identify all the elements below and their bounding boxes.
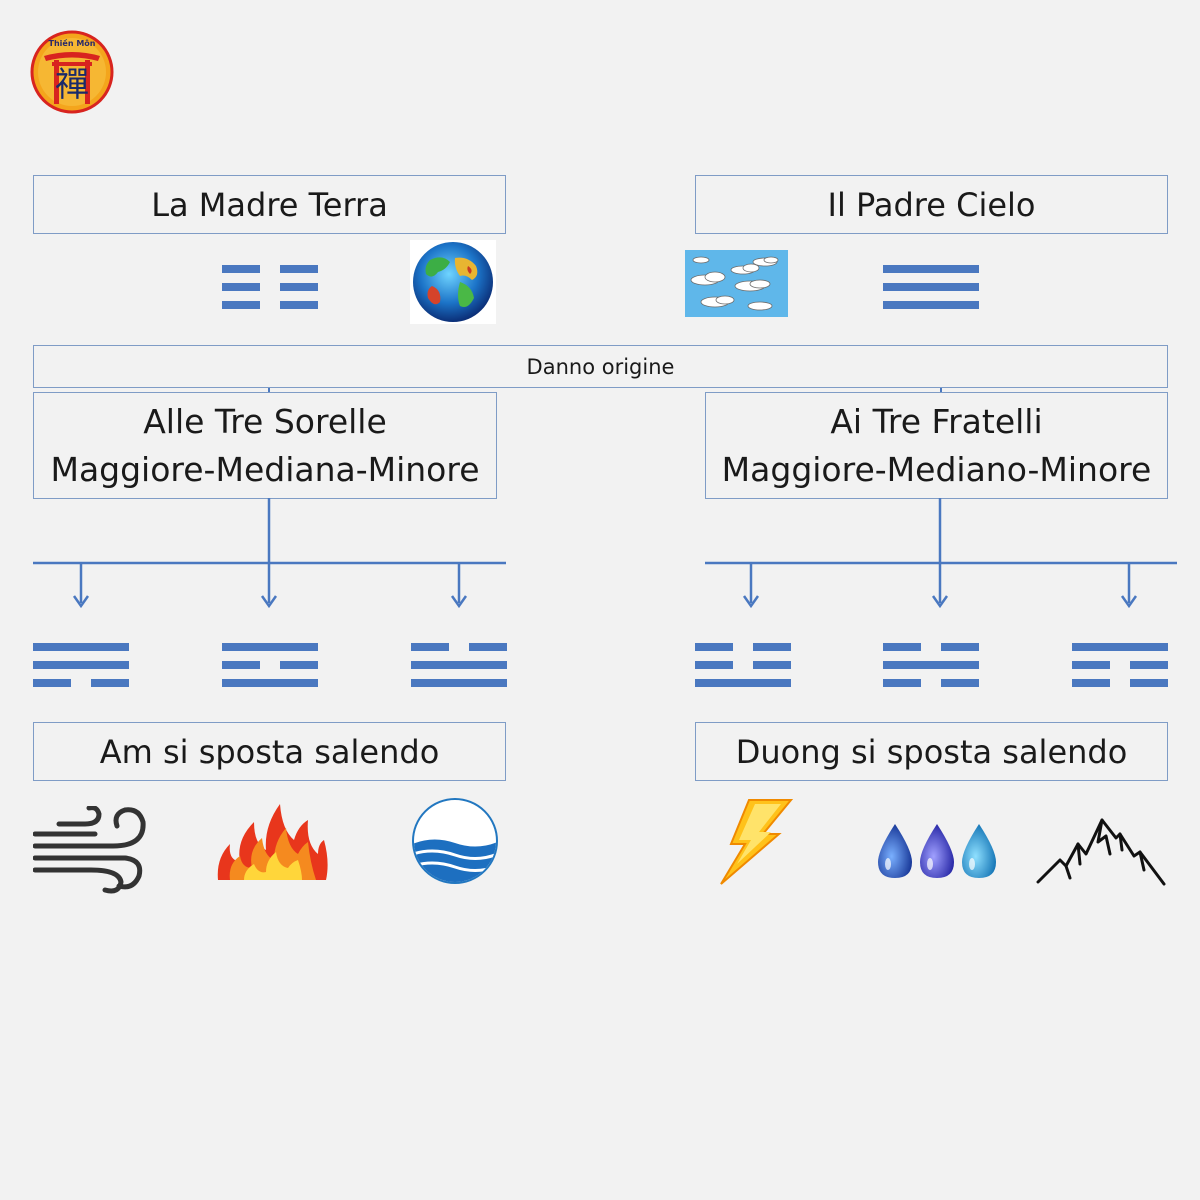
earth-mother-label: La Madre Terra bbox=[151, 185, 388, 224]
sisters-branch-connector bbox=[33, 498, 506, 609]
trigram-heaven bbox=[883, 265, 979, 309]
trigram-line-broken bbox=[695, 661, 733, 669]
trigram-line-solid bbox=[222, 679, 318, 687]
globe-icon bbox=[410, 240, 496, 324]
wind-icon bbox=[33, 806, 146, 894]
trigram-line-broken bbox=[883, 643, 921, 651]
trigram-line-broken bbox=[469, 643, 507, 651]
trigram-line-broken bbox=[941, 679, 979, 687]
trigram-line-broken bbox=[941, 643, 979, 651]
trigram-line-broken bbox=[280, 265, 318, 273]
trigram-line-broken bbox=[753, 661, 791, 669]
trigram-line-broken bbox=[280, 301, 318, 309]
duong-label: Duong si sposta salendo bbox=[735, 732, 1128, 771]
trigram-line-solid bbox=[1072, 643, 1168, 651]
trigram-line-broken bbox=[222, 283, 260, 291]
trigram-line-solid bbox=[883, 265, 979, 273]
trigram-brother-middle bbox=[883, 643, 979, 687]
trigram-brother-minor bbox=[1072, 643, 1168, 687]
mountain-icon bbox=[1036, 818, 1166, 886]
trigram-sister-middle bbox=[222, 643, 318, 687]
trigram-line-solid bbox=[695, 679, 791, 687]
trigram-line-broken bbox=[411, 643, 449, 651]
three-sisters-subtitle: Maggiore-Mediana-Minore bbox=[50, 449, 480, 489]
trigram-line-solid bbox=[411, 661, 507, 669]
connector-brothers bbox=[940, 386, 942, 394]
three-sisters-title: Alle Tre Sorelle bbox=[143, 401, 387, 441]
trigram-line-broken bbox=[883, 679, 921, 687]
trigram-line-broken bbox=[91, 679, 129, 687]
trigram-line-solid bbox=[883, 301, 979, 309]
three-brothers-box: Ai Tre Fratelli Maggiore-Mediano-Minore bbox=[705, 392, 1168, 499]
sky-father-label: Il Padre Cielo bbox=[827, 185, 1036, 224]
fire-icon bbox=[217, 804, 328, 880]
trigram-line-broken bbox=[1072, 661, 1110, 669]
trigram-line-broken bbox=[1130, 661, 1168, 669]
trigram-line-solid bbox=[411, 679, 507, 687]
three-sisters-box: Alle Tre Sorelle Maggiore-Mediana-Minore bbox=[33, 392, 497, 499]
am-label: Am si sposta salendo bbox=[99, 732, 440, 771]
water-drops-icon bbox=[878, 824, 996, 878]
trigram-line-solid bbox=[33, 661, 129, 669]
trigram-brother-major bbox=[695, 643, 791, 687]
trigram-line-solid bbox=[883, 283, 979, 291]
origin-bar-label: Danno origine bbox=[526, 354, 675, 379]
trigram-line-broken bbox=[1130, 679, 1168, 687]
trigram-line-broken bbox=[222, 265, 260, 273]
trigram-line-broken bbox=[222, 301, 260, 309]
trigram-earth bbox=[222, 265, 318, 309]
earth-mother-box: La Madre Terra bbox=[33, 175, 506, 234]
trigram-line-solid bbox=[33, 643, 129, 651]
trigram-line-broken bbox=[280, 283, 318, 291]
brothers-branch-connector bbox=[705, 498, 1177, 609]
trigram-line-solid bbox=[883, 661, 979, 669]
trigram-line-solid bbox=[222, 643, 318, 651]
thunder-icon bbox=[720, 799, 794, 885]
trigram-line-broken bbox=[280, 661, 318, 669]
lake-icon bbox=[412, 798, 498, 884]
trigram-line-broken bbox=[222, 661, 260, 669]
trigram-line-broken bbox=[695, 643, 733, 651]
clouds-icon bbox=[685, 250, 788, 317]
connector-sisters bbox=[268, 386, 270, 394]
trigram-line-broken bbox=[33, 679, 71, 687]
am-box: Am si sposta salendo bbox=[33, 722, 506, 781]
trigram-line-broken bbox=[753, 643, 791, 651]
logo-glyph: 禪 bbox=[55, 65, 89, 105]
sky-father-box: Il Padre Cielo bbox=[695, 175, 1168, 234]
thien-mon-logo: Thiền Môn 禪 bbox=[30, 30, 114, 114]
trigram-sister-minor bbox=[411, 643, 507, 687]
logo-text: Thiền Môn bbox=[49, 38, 96, 48]
trigram-sister-major bbox=[33, 643, 129, 687]
origin-bar: Danno origine bbox=[33, 345, 1168, 388]
duong-box: Duong si sposta salendo bbox=[695, 722, 1168, 781]
trigram-line-broken bbox=[1072, 679, 1110, 687]
three-brothers-subtitle: Maggiore-Mediano-Minore bbox=[721, 449, 1152, 489]
three-brothers-title: Ai Tre Fratelli bbox=[830, 401, 1043, 441]
